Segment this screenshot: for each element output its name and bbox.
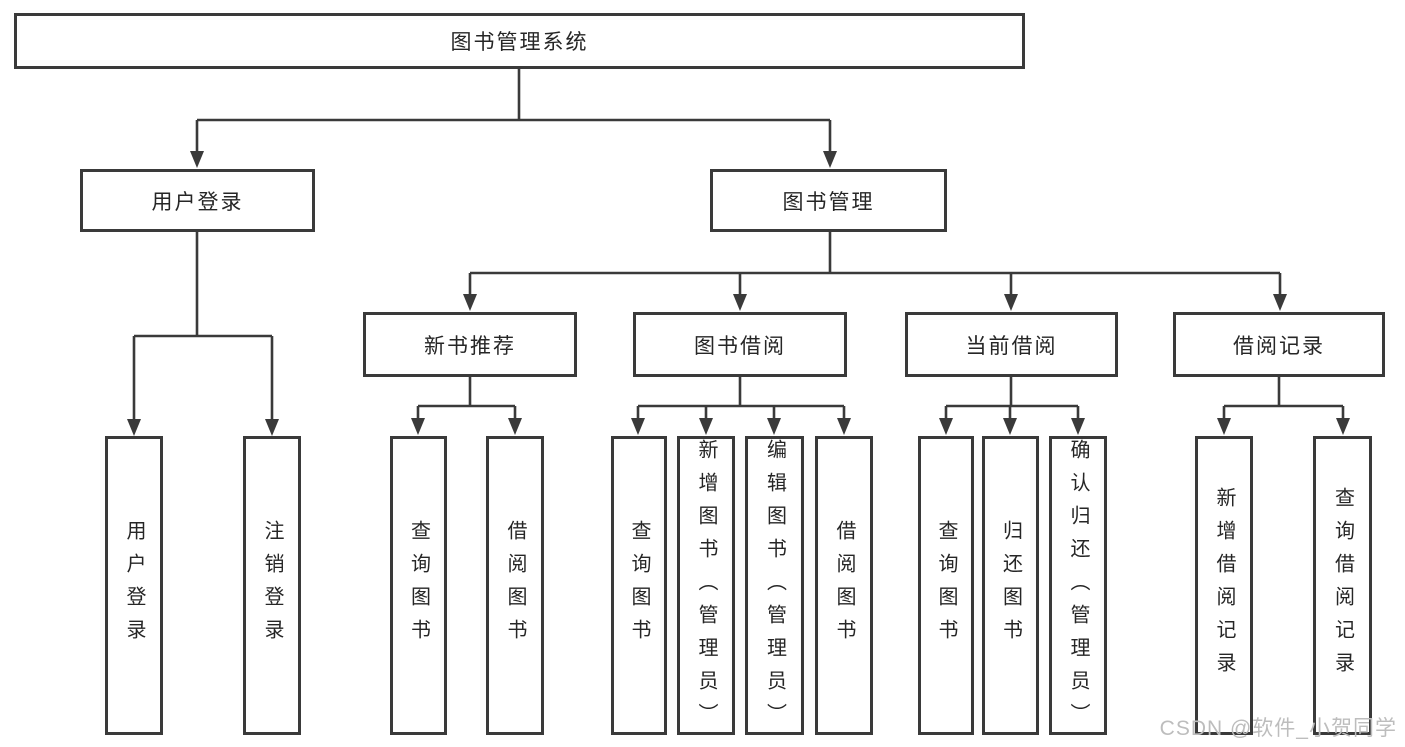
connector-record-to-children	[1222, 377, 1345, 420]
node-leaf-confirm-return-admin-label: 确认归还（管理员）	[1067, 439, 1089, 736]
node-leaf-borrow-book-1: 借阅图书	[486, 436, 544, 735]
node-leaf-add-book-admin-label: 新增图书（管理员）	[695, 439, 717, 736]
node-leaf-edit-book-admin: 编辑图书（管理员）	[745, 436, 804, 736]
node-leaf-borrow-book-1-label: 借阅图书	[504, 519, 526, 652]
arrowhead	[190, 151, 204, 168]
arrowhead	[733, 294, 747, 311]
arrowhead	[1004, 294, 1018, 311]
arrowhead	[411, 418, 425, 435]
node-leaf-query-borrow-record-label: 查询借阅记录	[1331, 486, 1354, 685]
connector-root-to-level2	[195, 68, 832, 152]
node-current-borrow: 当前借阅	[905, 312, 1118, 377]
node-book-management: 图书管理	[710, 169, 947, 232]
node-leaf-add-borrow-record: 新增借阅记录	[1195, 436, 1253, 735]
node-new-book-recommend-label: 新书推荐	[424, 334, 516, 358]
arrowhead	[939, 418, 953, 435]
node-current-borrow-label: 当前借阅	[965, 334, 1058, 358]
connector-newrec-to-children	[416, 377, 517, 420]
node-user-login-label: 用户登录	[151, 190, 244, 214]
node-book-management-label: 图书管理	[782, 190, 875, 214]
node-leaf-return-book: 归还图书	[982, 436, 1039, 735]
connector-userlogin-to-children	[132, 232, 274, 420]
arrowhead	[837, 418, 851, 435]
node-borrow-record: 借阅记录	[1173, 312, 1385, 377]
arrowhead	[265, 419, 279, 436]
node-leaf-borrow-book-2: 借阅图书	[815, 436, 873, 735]
node-book-borrow-label: 图书借阅	[694, 334, 786, 358]
node-borrow-record-label: 借阅记录	[1233, 334, 1325, 358]
node-leaf-query-book-2: 查询图书	[611, 436, 667, 735]
node-new-book-recommend: 新书推荐	[363, 312, 577, 377]
arrowhead	[463, 294, 477, 311]
arrowhead	[1273, 294, 1287, 311]
arrowhead	[127, 419, 141, 436]
node-leaf-return-book-label: 归还图书	[999, 519, 1022, 652]
node-leaf-query-book-1: 查询图书	[390, 436, 447, 735]
node-leaf-logout: 注销登录	[243, 436, 301, 735]
node-leaf-borrow-book-2-label: 借阅图书	[833, 519, 855, 652]
arrowhead	[1217, 418, 1231, 435]
node-leaf-user-login-label: 用户登录	[123, 519, 145, 652]
connector-borrow-to-children	[636, 377, 846, 420]
arrowhead	[1071, 418, 1085, 435]
node-leaf-add-borrow-record-label: 新增借阅记录	[1213, 486, 1235, 685]
arrowhead	[699, 418, 713, 435]
node-root: 图书管理系统	[14, 13, 1025, 69]
node-leaf-add-book-admin: 新增图书（管理员）	[677, 436, 735, 736]
node-leaf-edit-book-admin-label: 编辑图书（管理员）	[763, 439, 786, 736]
node-leaf-query-borrow-record: 查询借阅记录	[1313, 436, 1372, 735]
node-leaf-query-book-1-label: 查询图书	[407, 519, 430, 652]
arrowhead	[631, 418, 645, 435]
arrowheads	[127, 151, 1350, 436]
node-leaf-query-book-3: 查询图书	[918, 436, 974, 735]
node-leaf-query-book-3-label: 查询图书	[935, 519, 957, 652]
csdn-watermark: CSDN @软件_小贺同学	[1159, 717, 1397, 740]
arrowhead	[823, 151, 837, 168]
node-leaf-confirm-return-admin: 确认归还（管理员）	[1049, 436, 1107, 736]
node-root-label: 图书管理系统	[450, 31, 589, 54]
node-leaf-query-book-2-label: 查询图书	[628, 519, 650, 652]
arrowhead	[1336, 418, 1350, 435]
arrowhead	[1003, 418, 1017, 435]
arrowhead	[767, 418, 781, 435]
arrowhead	[508, 418, 522, 435]
node-leaf-logout-label: 注销登录	[261, 519, 283, 652]
node-user-login: 用户登录	[80, 169, 315, 232]
node-leaf-user-login: 用户登录	[105, 436, 163, 735]
connector-bookmgmt-to-level3	[468, 232, 1282, 295]
node-book-borrow: 图书借阅	[633, 312, 847, 377]
connector-current-to-children	[944, 377, 1080, 420]
